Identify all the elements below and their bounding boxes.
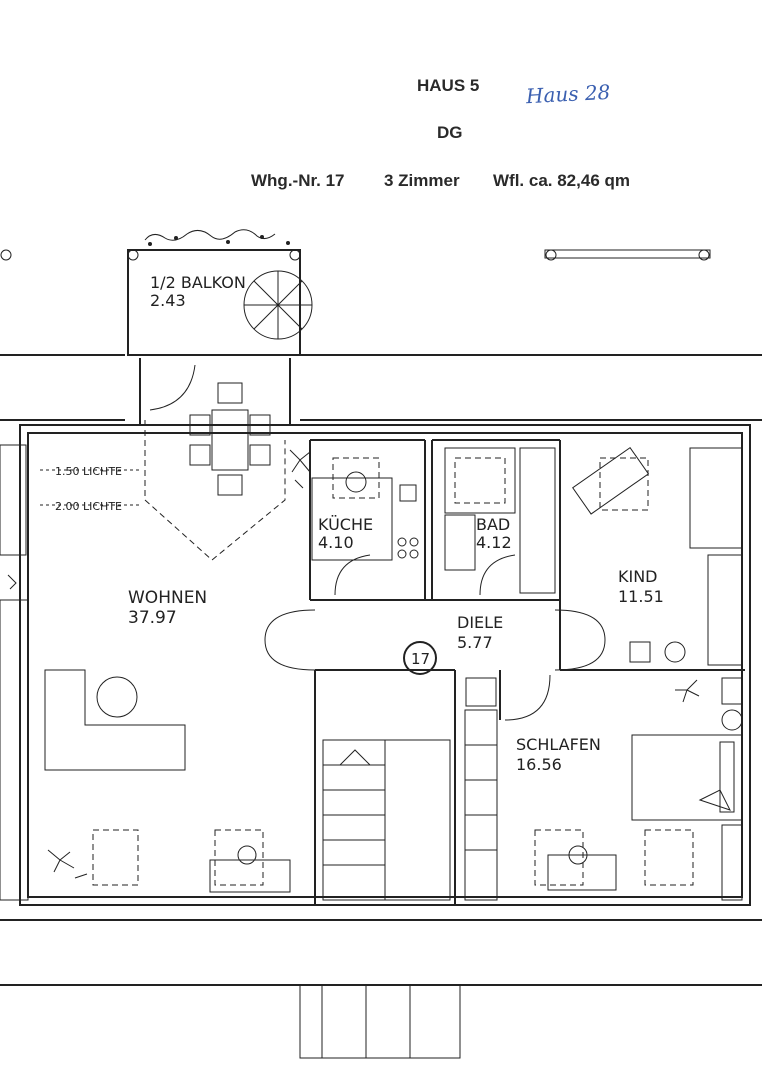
room-name-wohnen: WOHNEN [128, 588, 207, 608]
room-name-kueche: KÜCHE [318, 515, 373, 534]
clearance-label-200: 2.00 LICHTE [55, 500, 122, 513]
room-area-kind: 11.51 [618, 587, 664, 606]
diele-curve-left [264, 609, 316, 671]
bath-fixtures [444, 447, 556, 594]
clearance-label-150: 1.50 LICHTE [55, 465, 122, 478]
house-label: HAUS 5 [417, 76, 480, 95]
living-area-label: Wfl. ca. 82,46 qm [493, 171, 630, 190]
apartment-number-circle [403, 641, 437, 675]
room-name-diele: DIELE [457, 613, 503, 632]
room-name-balkon: 1/2 BALKON [150, 273, 246, 292]
room-area-schlafen: 16.56 [516, 755, 562, 774]
floor-label: DG [437, 123, 463, 142]
room-area-balkon: 2.43 [150, 291, 186, 310]
dining-table [144, 382, 286, 561]
staircase [322, 739, 451, 901]
room-area-diele: 5.77 [457, 633, 493, 652]
schlafen-room-furniture [464, 677, 743, 901]
diele-curve-right [554, 609, 606, 671]
interior-walls [309, 439, 745, 905]
room-area-kueche: 4.10 [318, 533, 354, 552]
balcony [127, 229, 313, 356]
room-name-kind: KIND [618, 567, 658, 586]
kitchen-fixtures [311, 457, 419, 561]
apartment-number-text: 17 [411, 650, 430, 668]
door-swings [149, 364, 551, 721]
wohnen-room-furniture [0, 444, 291, 901]
kind-room-furniture [572, 446, 743, 666]
room-count-label: 3 Zimmer [384, 171, 460, 190]
room-name-bad: BAD [476, 515, 510, 534]
plants [7, 449, 700, 879]
apartment-number-label: Whg.-Nr. 17 [251, 171, 345, 190]
roof-skylights [0, 249, 711, 1059]
room-area-bad: 4.12 [476, 533, 512, 552]
room-area-wohnen: 37.97 [128, 608, 177, 628]
room-name-schlafen: SCHLAFEN [516, 735, 601, 754]
